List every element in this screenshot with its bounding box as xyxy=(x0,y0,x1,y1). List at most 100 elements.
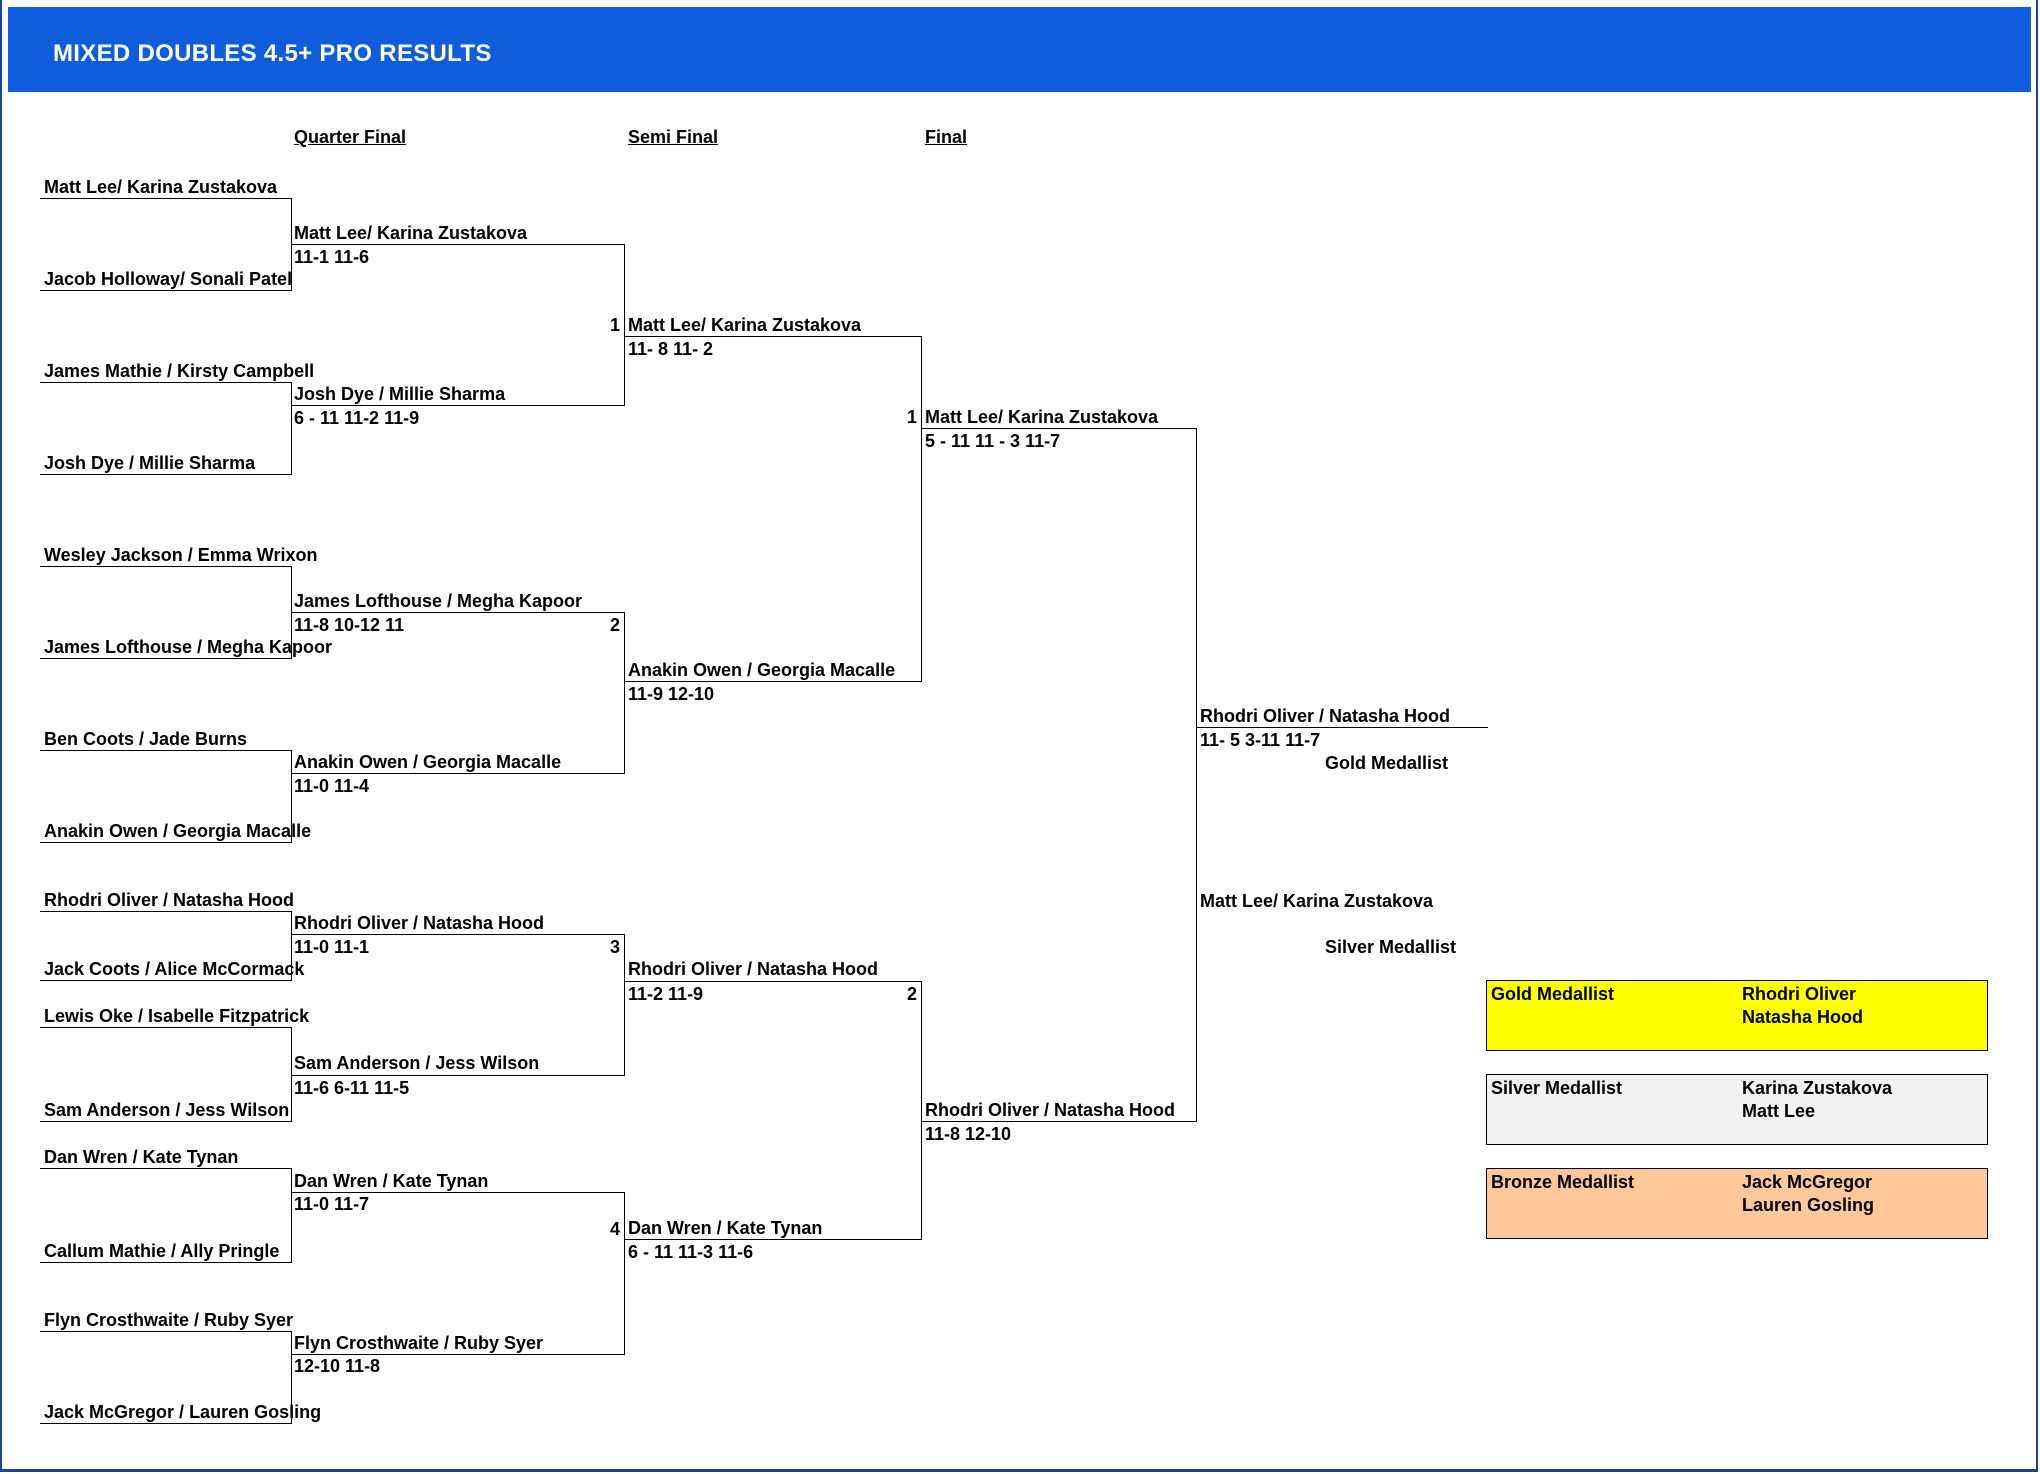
r1-entry: Callum Mathie / Ally Pringle xyxy=(44,1241,280,1261)
bracket-connector xyxy=(624,244,625,405)
silver-medallist-label: Silver Medallist xyxy=(1325,937,1457,957)
final-seed: 1 xyxy=(906,407,917,427)
bracket-line xyxy=(40,566,292,567)
qf-score: 11-6 6-11 11-5 xyxy=(294,1078,410,1098)
r1-entry: Anakin Owen / Georgia Macalle xyxy=(44,821,312,841)
sf-winner-name: Dan Wren / Kate Tynan xyxy=(628,1218,823,1238)
qf-winner-name: Anakin Owen / Georgia Macalle xyxy=(294,752,562,772)
qf-winner-name: Dan Wren / Kate Tynan xyxy=(294,1171,489,1191)
bracket-line xyxy=(40,198,292,199)
bracket-line xyxy=(921,428,1197,429)
r1-entry: Lewis Oke / Isabelle Fitzpatrick xyxy=(44,1006,310,1026)
champion-score: 11- 5 3-11 11-7 xyxy=(1200,730,1321,750)
sf-winner-name: Rhodri Oliver / Natasha Hood xyxy=(628,959,879,979)
r1-entry: Ben Coots / Jade Burns xyxy=(44,729,248,749)
header-bar: MIXED DOUBLES 4.5+ PRO RESULTS xyxy=(8,7,2031,92)
bracket-line xyxy=(291,405,625,406)
bracket-line xyxy=(624,981,922,982)
qf-score: 11-0 11-1 xyxy=(294,937,370,957)
r1-entry: Flyn Crosthwaite / Ruby Syer xyxy=(44,1310,294,1330)
bracket-connector xyxy=(291,1027,292,1121)
sf-seed: 4 xyxy=(609,1219,620,1239)
bracket-line xyxy=(40,1423,292,1424)
bracket-line xyxy=(291,244,625,245)
medal-player-1: Jack McGregor xyxy=(1742,1172,1873,1192)
silver-medal-box: Silver Medallist Karina Zustakova Matt L… xyxy=(1486,1074,1988,1145)
round-header-quarter-final: Quarter Final xyxy=(294,127,407,147)
r1-entry: Wesley Jackson / Emma Wrixon xyxy=(44,545,318,565)
bracket-connector xyxy=(1196,428,1197,1121)
champion-name: Rhodri Oliver / Natasha Hood xyxy=(1200,706,1451,726)
bracket-connector xyxy=(921,981,922,1239)
bronze-medal-box: Bronze Medallist Jack McGregor Lauren Go… xyxy=(1486,1168,1988,1239)
qf-score: 6 - 11 11-2 11-9 xyxy=(294,408,420,428)
final-seed: 2 xyxy=(906,984,917,1004)
bracket-line xyxy=(40,1331,292,1332)
bracket-connector xyxy=(291,911,292,980)
bracket-connector xyxy=(291,750,292,842)
final-winner-name: Rhodri Oliver / Natasha Hood xyxy=(925,1100,1176,1120)
bracket-line xyxy=(40,1262,292,1263)
r1-entry: Matt Lee/ Karina Zustakova xyxy=(44,177,278,197)
qf-score: 11-8 10-12 11 xyxy=(294,615,405,635)
qf-winner-name: Josh Dye / Millie Sharma xyxy=(294,384,506,404)
r1-entry: Sam Anderson / Jess Wilson xyxy=(44,1100,290,1120)
sf-score: 11-2 11-9 xyxy=(628,984,704,1004)
qf-winner-name: Rhodri Oliver / Natasha Hood xyxy=(294,913,545,933)
sf-winner-name: Matt Lee/ Karina Zustakova xyxy=(628,315,862,335)
qf-winner-name: Matt Lee/ Karina Zustakova xyxy=(294,223,528,243)
qf-score: 11-0 11-4 xyxy=(294,776,370,796)
bracket-line xyxy=(1196,727,1488,728)
bracket-connector xyxy=(291,1331,292,1423)
page-title: MIXED DOUBLES 4.5+ PRO RESULTS xyxy=(53,40,492,67)
r1-entry: James Lofthouse / Megha Kapoor xyxy=(44,637,333,657)
final-score: 11-8 12-10 xyxy=(925,1124,1012,1144)
qf-winner-name: Flyn Crosthwaite / Ruby Syer xyxy=(294,1333,544,1353)
medal-label: Bronze Medallist xyxy=(1491,1172,1635,1192)
sf-seed: 3 xyxy=(609,937,620,957)
r1-entry: Jack McGregor / Lauren Gosling xyxy=(44,1402,322,1422)
bracket-line xyxy=(40,911,292,912)
bracket-line xyxy=(624,1239,922,1240)
bracket-line xyxy=(40,1168,292,1169)
sf-score: 11- 8 11- 2 xyxy=(628,339,714,359)
gold-medal-box: Gold Medallist Rhodri Oliver Natasha Hoo… xyxy=(1486,980,1988,1051)
qf-winner-name: Sam Anderson / Jess Wilson xyxy=(294,1053,540,1073)
qf-winner-name: James Lofthouse / Megha Kapoor xyxy=(294,591,583,611)
r1-entry: Dan Wren / Kate Tynan xyxy=(44,1147,239,1167)
r1-entry: Jack Coots / Alice McCormack xyxy=(44,959,305,979)
bracket-line xyxy=(40,382,292,383)
medal-player-2: Lauren Gosling xyxy=(1742,1195,1875,1215)
runner-up-name: Matt Lee/ Karina Zustakova xyxy=(1200,891,1434,911)
bracket-line xyxy=(40,658,292,659)
r1-entry: Josh Dye / Millie Sharma xyxy=(44,453,256,473)
r1-entry: Jacob Holloway/ Sonali Patel xyxy=(44,269,293,289)
bracket-connector xyxy=(624,612,625,773)
bracket-line xyxy=(291,1075,625,1076)
medal-label: Silver Medallist xyxy=(1491,1078,1623,1098)
final-winner-name: Matt Lee/ Karina Zustakova xyxy=(925,407,1159,427)
gold-medallist-label: Gold Medallist xyxy=(1325,753,1449,773)
r1-entry: James Mathie / Kirsty Campbell xyxy=(44,361,315,381)
bracket-line xyxy=(40,290,292,291)
bracket-line xyxy=(921,1121,1197,1122)
bracket-line xyxy=(40,1121,292,1122)
sf-seed: 1 xyxy=(609,315,620,335)
round-header-semi-final: Semi Final xyxy=(628,127,719,147)
bracket-connector xyxy=(624,1192,625,1354)
final-score: 5 - 11 11 - 3 11-7 xyxy=(925,431,1061,451)
round-header-final: Final xyxy=(925,127,968,147)
bracket-connector xyxy=(291,382,292,474)
bracket-line xyxy=(624,681,922,682)
bracket-connector xyxy=(291,1168,292,1262)
bracket-line xyxy=(291,1354,625,1355)
medal-player-2: Natasha Hood xyxy=(1742,1007,1864,1027)
bracket-line xyxy=(624,336,922,337)
bracket-line xyxy=(40,750,292,751)
sf-seed: 2 xyxy=(609,615,620,635)
bracket-line xyxy=(40,1027,292,1028)
bracket-connector xyxy=(921,336,922,681)
sf-winner-name: Anakin Owen / Georgia Macalle xyxy=(628,660,896,680)
bracket-connector xyxy=(624,934,625,1075)
